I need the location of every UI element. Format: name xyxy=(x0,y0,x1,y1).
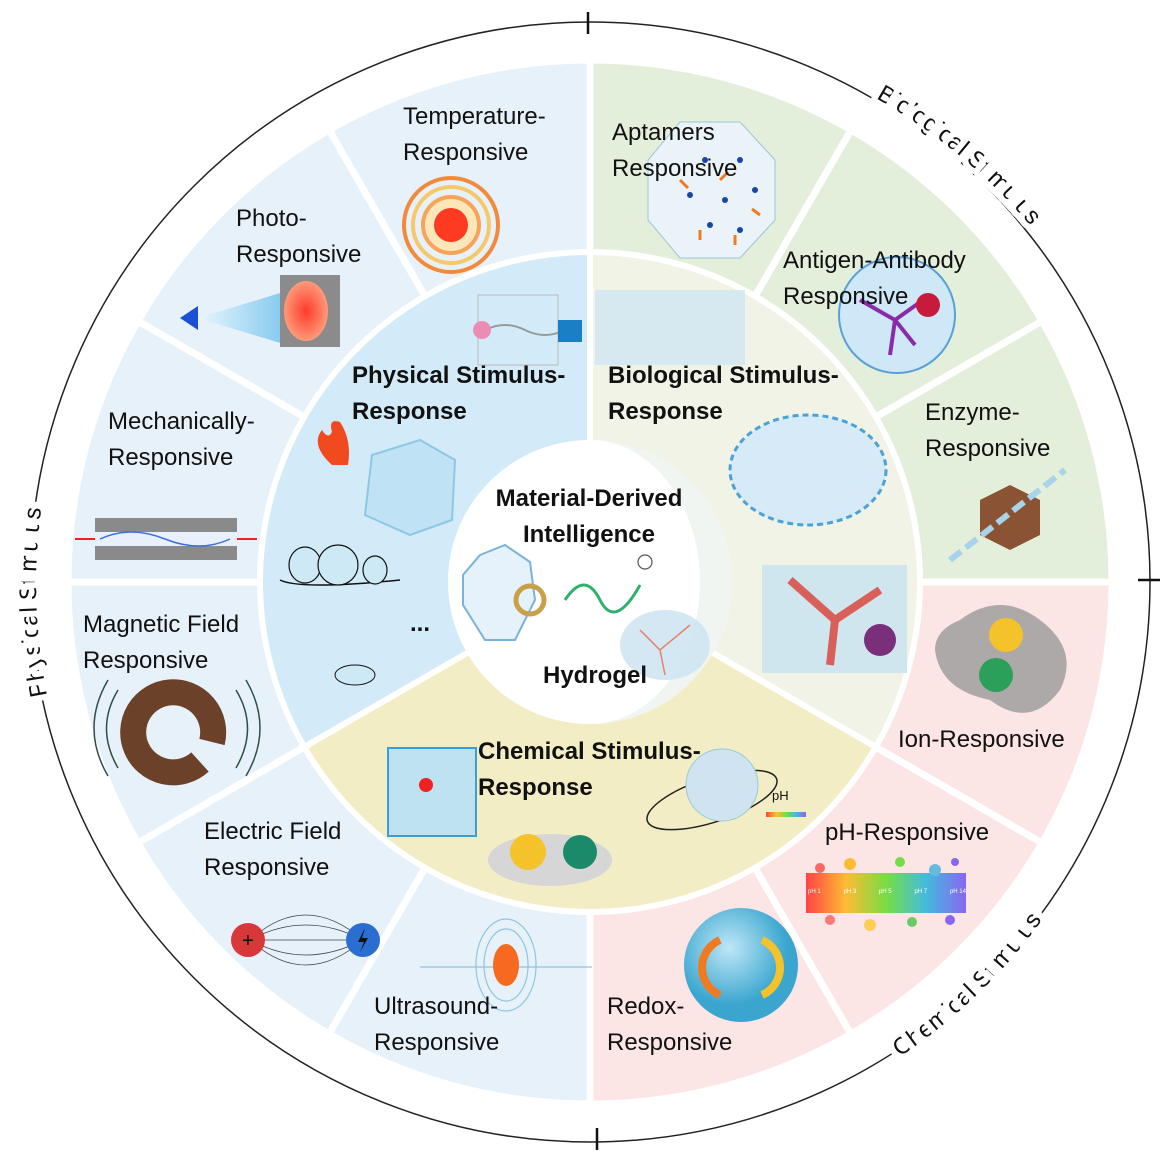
ring-label-physical: Physical Stimulus xyxy=(15,506,53,700)
label-line: Ultrasound- xyxy=(374,993,499,1020)
label-line: Electric Field xyxy=(204,818,342,845)
ph-tick: pH 7 xyxy=(914,889,928,895)
label-line: Response xyxy=(478,774,593,801)
label-line: Responsive xyxy=(403,139,529,166)
label-line: Ion-Responsive xyxy=(898,726,1065,753)
concentric-heat-icon xyxy=(402,176,500,274)
label-line: Mechanically- xyxy=(108,408,255,435)
light-beam-icon xyxy=(180,275,340,347)
electric-field-icon: + xyxy=(231,914,380,966)
label-line: Photo- xyxy=(236,205,307,232)
hydrogel-cube-icon xyxy=(473,294,582,366)
label-line: Responsive xyxy=(607,1029,733,1056)
flame-icon xyxy=(317,421,349,465)
label-line: Responsive xyxy=(783,283,909,310)
ph-small-label: pH xyxy=(772,788,789,803)
ph-tick: pH 5 xyxy=(878,889,892,895)
sector-redox-responsive: Redox- Responsive xyxy=(607,989,732,1061)
label-line: Responsive xyxy=(204,854,330,881)
label-line: pH-Responsive xyxy=(825,819,990,846)
label-line: Responsive xyxy=(612,155,738,182)
ph-tick: pH 1 xyxy=(808,889,821,895)
label-line: Responsive xyxy=(83,647,209,674)
bio-mesh-icon xyxy=(595,290,907,673)
label-line: Responsive xyxy=(374,1029,500,1056)
label-line: Responsive xyxy=(925,435,1051,462)
ice-block-icon xyxy=(363,438,457,537)
category-chemical: Chemical Stimulus- Response xyxy=(478,734,701,806)
ion-droplet-icon xyxy=(935,605,1067,713)
sector-temperature-responsive: Temperature- Responsive xyxy=(403,99,546,171)
svg-text:+: + xyxy=(242,930,254,952)
label-line: Magnetic Field xyxy=(83,611,240,638)
center-hydrogel-icon xyxy=(462,543,710,680)
antigen-sphere-icon xyxy=(838,256,956,374)
sector-ultrasound-responsive: Ultrasound- Responsive xyxy=(374,989,499,1061)
label-line: Physical Stimulus- xyxy=(352,362,566,389)
ph-tick: pH 3 xyxy=(843,889,857,895)
label-line: Response xyxy=(352,398,467,425)
label-line: Aptamers xyxy=(612,119,715,146)
outer-ring xyxy=(29,21,1151,1143)
label-line: Responsive xyxy=(236,241,362,268)
magnet-icon xyxy=(93,679,261,786)
stretch-bar-icon xyxy=(75,518,257,560)
sector-photo-responsive: Photo- Responsive xyxy=(236,201,361,273)
aptamer-network-icon xyxy=(647,121,776,259)
ph-tick: pH 14 xyxy=(949,889,966,895)
label-line: Intelligence xyxy=(522,521,656,548)
label-line: Material-Derived xyxy=(495,485,683,512)
enzyme-chain-icon xyxy=(948,467,1067,563)
center-subtitle: Hydrogel xyxy=(543,662,648,689)
sector-ph-responsive: pH-Responsive xyxy=(825,815,989,851)
sector-enzyme-responsive: Enzyme- Responsive xyxy=(925,395,1050,467)
droplets-icon xyxy=(279,544,401,686)
label-line: Antigen-Antibody xyxy=(783,247,966,274)
label-line: Temperature- xyxy=(403,103,546,130)
ultrasound-wave-icon xyxy=(420,918,592,1012)
chem-lattice-icon xyxy=(387,747,806,886)
category-biological: Biological Stimulus- Response xyxy=(608,358,839,430)
sector-ion-responsive: Ion-Responsive xyxy=(898,722,1065,758)
label-line: Redox- xyxy=(607,993,685,1020)
ph-scale-labels: pH 1 pH 3 pH 5 pH 7 pH 14 xyxy=(808,889,966,895)
redox-sphere-icon xyxy=(684,908,798,1022)
label-line: Biological Stimulus- xyxy=(608,362,839,389)
label-line: Chemical Stimulus- xyxy=(478,738,701,765)
category-physical: Physical Stimulus- Response xyxy=(352,358,565,430)
label-line: Enzyme- xyxy=(925,399,1020,426)
label-line: Responsive xyxy=(108,444,234,471)
sector-mechanically-responsive: Mechanically- Responsive xyxy=(108,404,255,476)
label-line: Response xyxy=(608,398,723,425)
ellipsis: ... xyxy=(410,610,431,637)
ph-scale-icon xyxy=(806,857,966,931)
